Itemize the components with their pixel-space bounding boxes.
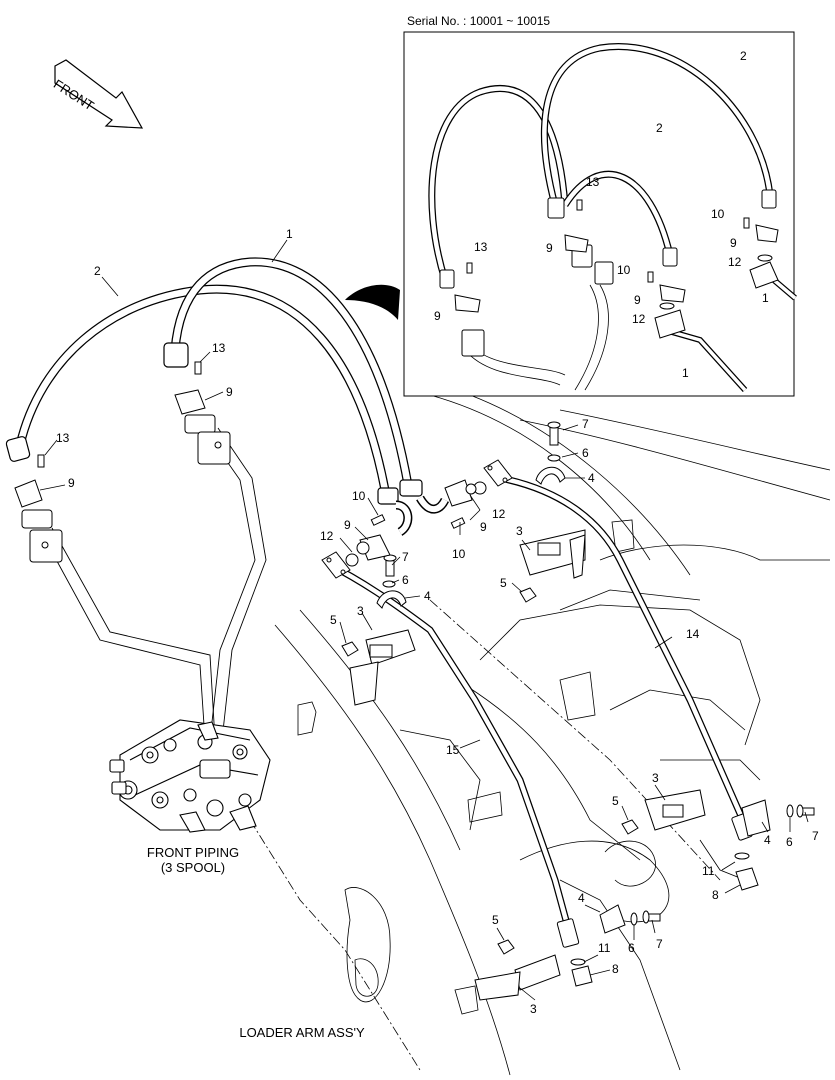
reference-lines — [249, 599, 721, 1071]
callout-9: 9 — [480, 520, 487, 534]
callout-4: 4 — [424, 589, 431, 603]
callout-5: 5 — [612, 794, 619, 808]
callout-1: 1 — [286, 227, 293, 241]
callout-8: 8 — [612, 962, 619, 976]
pipe-flanges — [321, 459, 513, 579]
loader-arm-caption: LOADER ARM ASS'Y — [239, 1025, 365, 1040]
callout-10: 10 — [352, 489, 366, 503]
callout-3: 3 — [357, 604, 364, 618]
callout-5: 5 — [330, 613, 337, 627]
callout-5: 5 — [500, 576, 507, 590]
callout-9: 9 — [344, 518, 351, 532]
front-arrow-icon — [54, 59, 144, 129]
callout-9: 9 — [546, 241, 553, 255]
callout-13: 13 — [586, 175, 600, 189]
valve-pipes — [39, 427, 267, 741]
callout-11: 11 — [702, 864, 715, 878]
inset-pointer-arrow — [345, 284, 400, 320]
callout-7: 7 — [582, 417, 589, 431]
callout-13: 13 — [212, 341, 226, 355]
callout-13: 13 — [474, 240, 488, 254]
front-piping-title: FRONT PIPING — [146, 845, 240, 860]
callout-4: 4 — [578, 891, 585, 905]
callout-9: 9 — [68, 476, 75, 490]
front-piping-subtitle: (3 SPOOL) — [160, 860, 226, 875]
callout-10: 10 — [711, 207, 725, 221]
callout-6: 6 — [786, 835, 793, 849]
callout-10: 10 — [452, 547, 466, 561]
callout-1: 1 — [682, 366, 689, 380]
callout-2: 2 — [656, 121, 663, 135]
callout-14: 14 — [686, 627, 700, 641]
fasteners — [37, 361, 815, 955]
callout-2: 2 — [740, 49, 747, 63]
callout-10: 10 — [617, 263, 631, 277]
callout-3: 3 — [530, 1002, 537, 1016]
callout-12: 12 — [492, 507, 506, 521]
callout-6: 6 — [402, 573, 409, 587]
callout-8: 8 — [712, 888, 719, 902]
callout-5: 5 — [492, 913, 499, 927]
callout-9: 9 — [434, 309, 441, 323]
control-valve-3-spool — [109, 719, 271, 833]
loader-arm-structure — [274, 394, 831, 1076]
callout-4: 4 — [764, 833, 771, 847]
inset-panel — [403, 31, 797, 397]
callout-15: 15 — [446, 743, 460, 757]
leader-lines — [39, 239, 809, 1001]
callout-3: 3 — [516, 524, 523, 538]
callout-4: 4 — [588, 471, 595, 485]
callout-6: 6 — [628, 941, 635, 955]
callout-12: 12 — [632, 312, 646, 326]
callout-3: 3 — [652, 771, 659, 785]
callout-9: 9 — [730, 236, 737, 250]
valve-side-fittings — [14, 389, 231, 563]
callout-1: 1 — [762, 291, 769, 305]
callout-12: 12 — [728, 255, 742, 269]
callout-7: 7 — [402, 550, 409, 564]
callout-11: 11 — [598, 941, 611, 955]
serial-number-label: Serial No. : 10001 ~ 10015 — [407, 14, 551, 28]
callout-9: 9 — [226, 385, 233, 399]
callout-6: 6 — [582, 446, 589, 460]
callout-13: 13 — [56, 431, 70, 445]
clamps-brackets — [349, 466, 771, 1001]
callout-12: 12 — [320, 529, 334, 543]
callout-2: 2 — [94, 264, 101, 278]
hose-main — [5, 257, 450, 536]
front-piping-caption: FRONT PIPING (3 SPOOL) — [128, 845, 258, 875]
callout-7: 7 — [812, 829, 819, 843]
callout-9: 9 — [634, 293, 641, 307]
callout-7: 7 — [656, 937, 663, 951]
